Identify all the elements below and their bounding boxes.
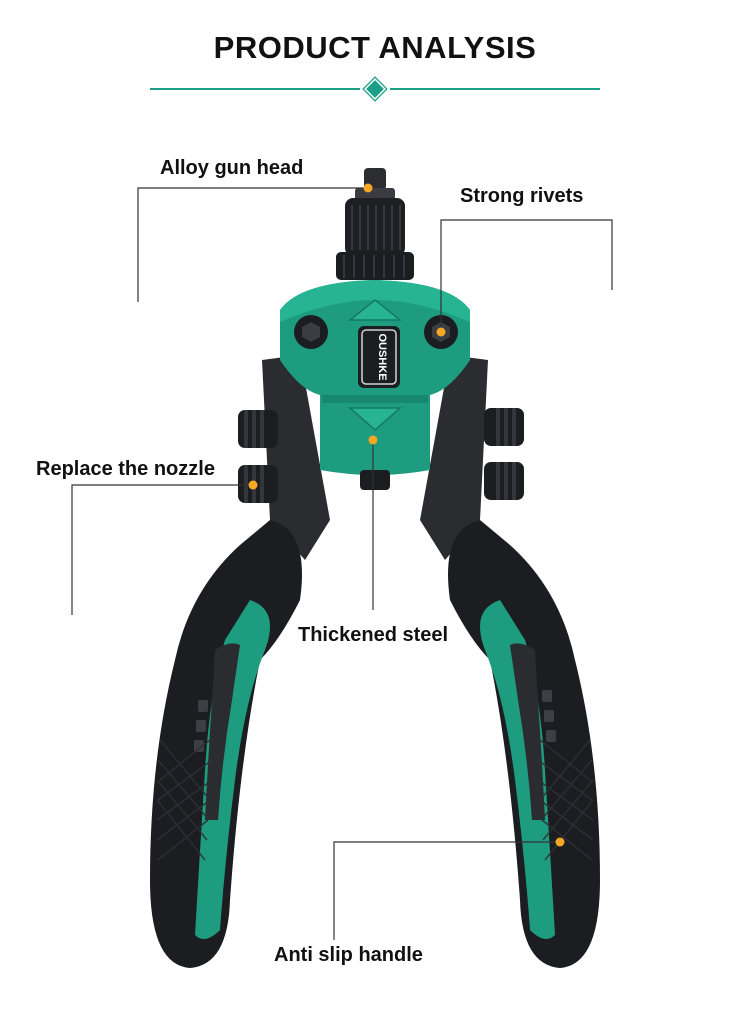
hex-bolt-left [294,315,328,349]
diamond-icon [362,76,388,102]
arrow-down-icon [348,407,402,431]
dot-alloy-gun-head [363,183,373,193]
left-arm [262,355,330,560]
leader-alloy-gun-head [137,187,368,302]
rivet-gun-tool: OUSHKE [150,168,600,968]
leader-strong-rivets [440,219,613,332]
knob-left-upper [238,410,278,448]
callout-lines [71,187,613,940]
dot-anti-slip-handle [555,837,565,847]
knob-right-lower [484,462,524,500]
knob-left-lower [238,465,278,503]
callout-replace-nozzle: Replace the nozzle [36,458,215,480]
callout-alloy-gun-head: Alloy gun head [160,157,304,179]
dot-thickened-steel [368,435,378,445]
arrow-up-icon [347,299,403,321]
page-title: PRODUCT ANALYSIS [213,30,537,65]
callout-anti-slip-handle: Anti slip handle [274,944,423,966]
brand-badge [358,326,400,388]
callout-thickened-steel: Thickened steel [298,624,449,646]
title-divider [150,76,600,102]
right-arm [420,355,488,560]
dot-strong-rivets [436,327,446,337]
leader-anti-slip-handle [333,841,560,940]
leader-replace-nozzle [71,484,253,615]
knob-right-upper [484,408,524,446]
brand-logo-text: OUSHKE [376,333,388,380]
callout-strong-rivets: Strong rivets [460,185,584,207]
callout-dots [248,183,565,847]
dot-replace-nozzle [248,480,258,490]
